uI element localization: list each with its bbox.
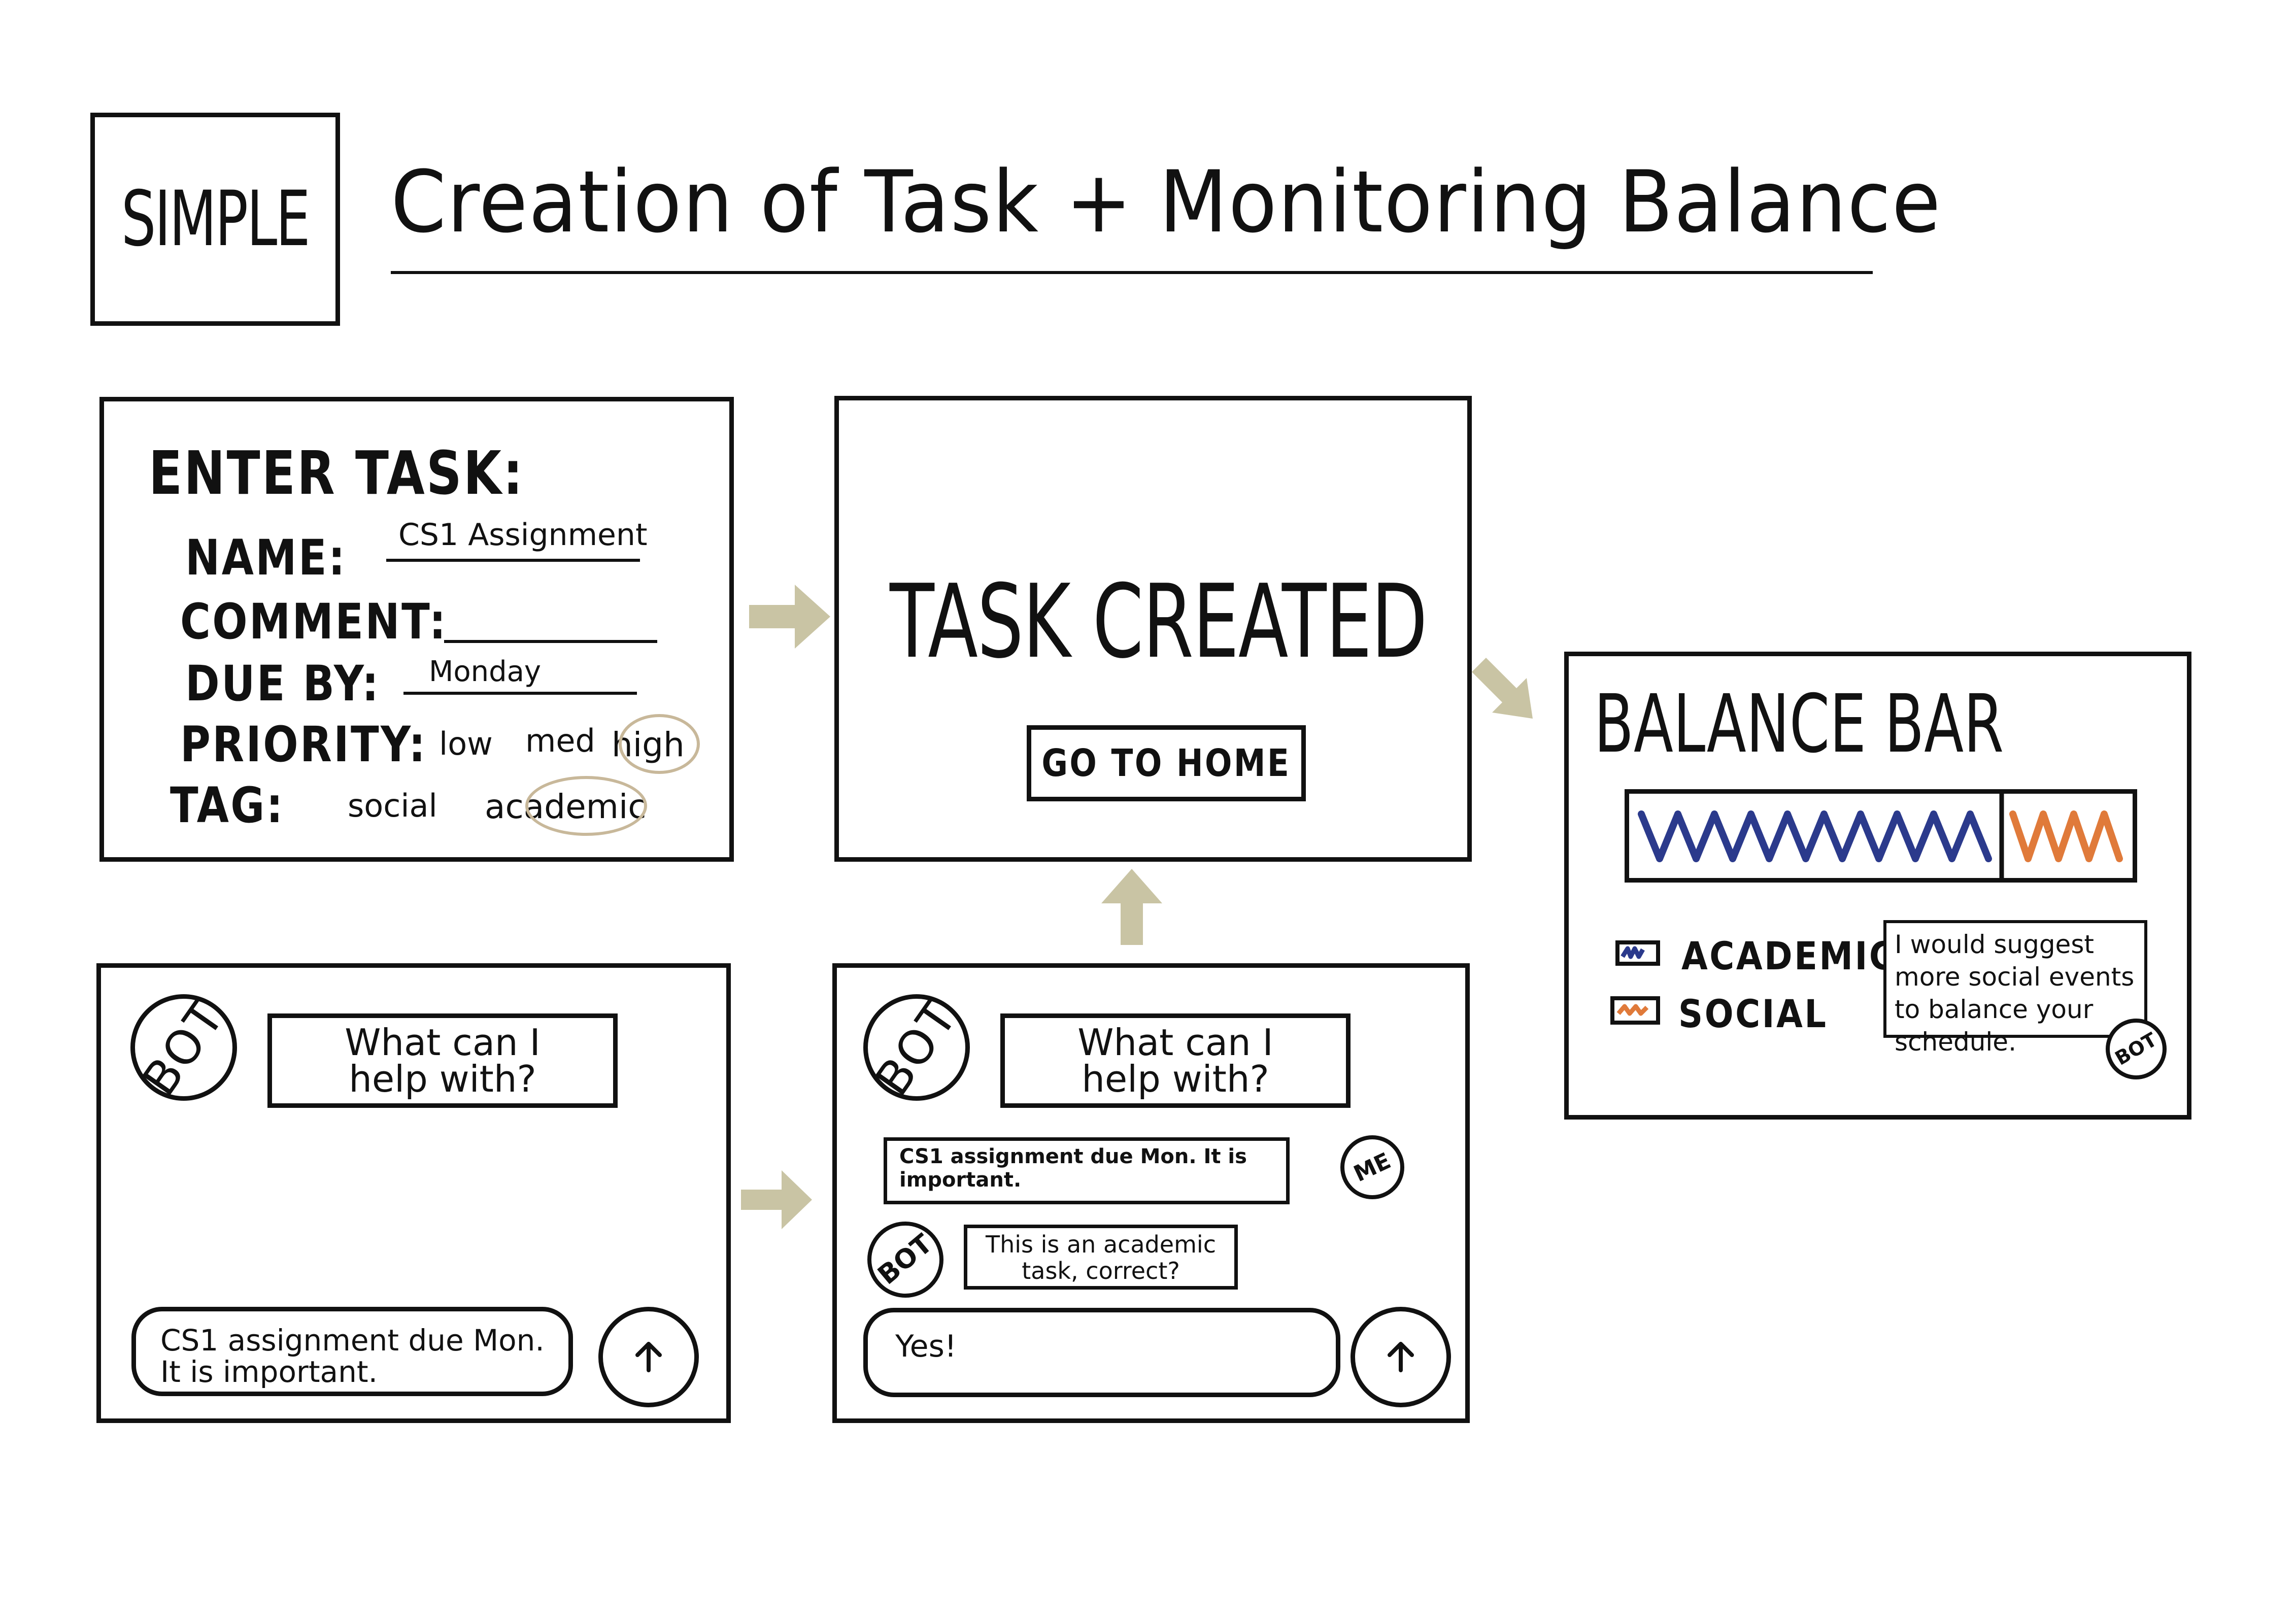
chat1-send-button[interactable]: [598, 1307, 699, 1407]
balance-bar-fill: [1638, 794, 2123, 878]
simple-badge-label: SIMPLE: [121, 175, 311, 263]
chat1-input-text: CS1 assignment due Mon. It is important.: [160, 1323, 545, 1389]
task-created-frame: TASK CREATED GO TO HOME: [834, 396, 1472, 862]
page-title: Creation of Task + Monitoring Balance: [391, 152, 1942, 252]
arrow-up-icon: [1101, 869, 1162, 945]
name-field[interactable]: CS1 Assignment: [398, 517, 648, 553]
legend-social-label: SOCIAL: [1678, 991, 1828, 1036]
chat1-send-arrow-icon: [635, 1342, 662, 1372]
chat1-bot-avatar: BOT: [130, 990, 237, 1105]
academic-segment: [1638, 810, 1992, 862]
chat2-me-avatar: ME: [1340, 1135, 1404, 1199]
chat2-bot-label-2: BOT: [872, 1228, 938, 1291]
chat1-message-input[interactable]: CS1 assignment due Mon. It is important.: [131, 1307, 573, 1396]
comment-label: COMMENT:: [180, 593, 448, 650]
chat2-bot-label: BOT: [865, 990, 968, 1105]
chat2-frame: BOT What can I help with? CS1 assignment…: [832, 963, 1470, 1423]
priority-selected-circle: [619, 714, 700, 774]
task-created-title: TASK CREATED: [890, 563, 1428, 681]
chat1-bot-message-bubble: What can I help with?: [267, 1013, 618, 1108]
legend-social-swatch: [1610, 996, 1660, 1025]
chat2-bot-avatar: BOT: [863, 990, 970, 1105]
chat2-me-label: ME: [1349, 1147, 1395, 1187]
legend-academic-swatch: [1615, 940, 1660, 966]
priority-label: PRIORITY:: [180, 716, 427, 773]
bot-suggestion-bubble: I would suggest more social events to ba…: [1883, 920, 2147, 1057]
priority-option-med[interactable]: med: [525, 722, 595, 759]
arrow-right-icon-2: [741, 1170, 812, 1229]
chat2-bot-message: What can I help with?: [1077, 1021, 1273, 1100]
legend-academic-label: ACADEMIC: [1681, 933, 1896, 978]
arrow-right-icon: [749, 585, 830, 649]
tag-label: TAG:: [170, 777, 285, 834]
go-to-home-button[interactable]: GO TO HOME: [1027, 725, 1306, 801]
chat2-bot-message-2: This is an academic task, correct?: [985, 1231, 1216, 1284]
balance-bar-frame: BALANCE BAR ACADEMIC SOCIAL I would sugg…: [1564, 652, 2191, 1120]
title-underline: [391, 271, 1873, 274]
chat2-message-input[interactable]: Yes!: [863, 1308, 1340, 1397]
chat2-bot-message-bubble: What can I help with?: [1000, 1013, 1351, 1108]
social-segment: [2009, 810, 2123, 862]
academic-scribble-icon: [1621, 946, 1645, 959]
chat2-user-message-bubble: CS1 assignment due Mon. It is important.: [884, 1137, 1290, 1204]
social-scribble-icon: [1616, 1004, 1649, 1016]
tag-selected-circle: [525, 776, 647, 836]
bot-suggestion-text: I would suggest more social events to ba…: [1895, 930, 2135, 1057]
enter-task-frame: ENTER TASK: NAME: CS1 Assignment COMMENT…: [99, 397, 734, 862]
comment-field-line: [444, 640, 657, 643]
enter-task-heading: ENTER TASK:: [149, 438, 525, 508]
name-field-line: [386, 559, 640, 562]
chat1-frame: BOT What can I help with? CS1 assignment…: [96, 963, 731, 1423]
chat2-bot-avatar-2: BOT: [867, 1222, 943, 1298]
chat2-send-button[interactable]: [1351, 1307, 1451, 1407]
simple-badge: SIMPLE: [90, 113, 340, 326]
chat1-bot-label: BOT: [132, 990, 235, 1105]
balance-bot-avatar: BOT: [2106, 1019, 2167, 1079]
chat2-bot-message-bubble-2: This is an academic task, correct?: [964, 1225, 1238, 1290]
tag-option-social[interactable]: social: [348, 787, 437, 824]
name-label: NAME:: [185, 529, 347, 586]
priority-option-low[interactable]: low: [439, 725, 493, 762]
balance-bot-label: BOT: [2111, 1028, 2161, 1070]
balance-bar: [1625, 789, 2137, 883]
chat1-bot-message: What can I help with?: [345, 1021, 541, 1100]
balance-bar-title: BALANCE BAR: [1594, 678, 2004, 771]
due-by-field-line: [403, 692, 637, 695]
go-to-home-label: GO TO HOME: [1041, 741, 1291, 785]
due-by-field[interactable]: Monday: [429, 655, 542, 688]
chat2-user-message: CS1 assignment due Mon. It is important.: [899, 1145, 1247, 1192]
chat2-send-arrow-icon: [1388, 1342, 1414, 1372]
due-by-label: DUE BY:: [185, 655, 381, 712]
arrow-diagonal-icon: [1472, 658, 1533, 719]
chat2-input-text: Yes!: [895, 1329, 957, 1364]
